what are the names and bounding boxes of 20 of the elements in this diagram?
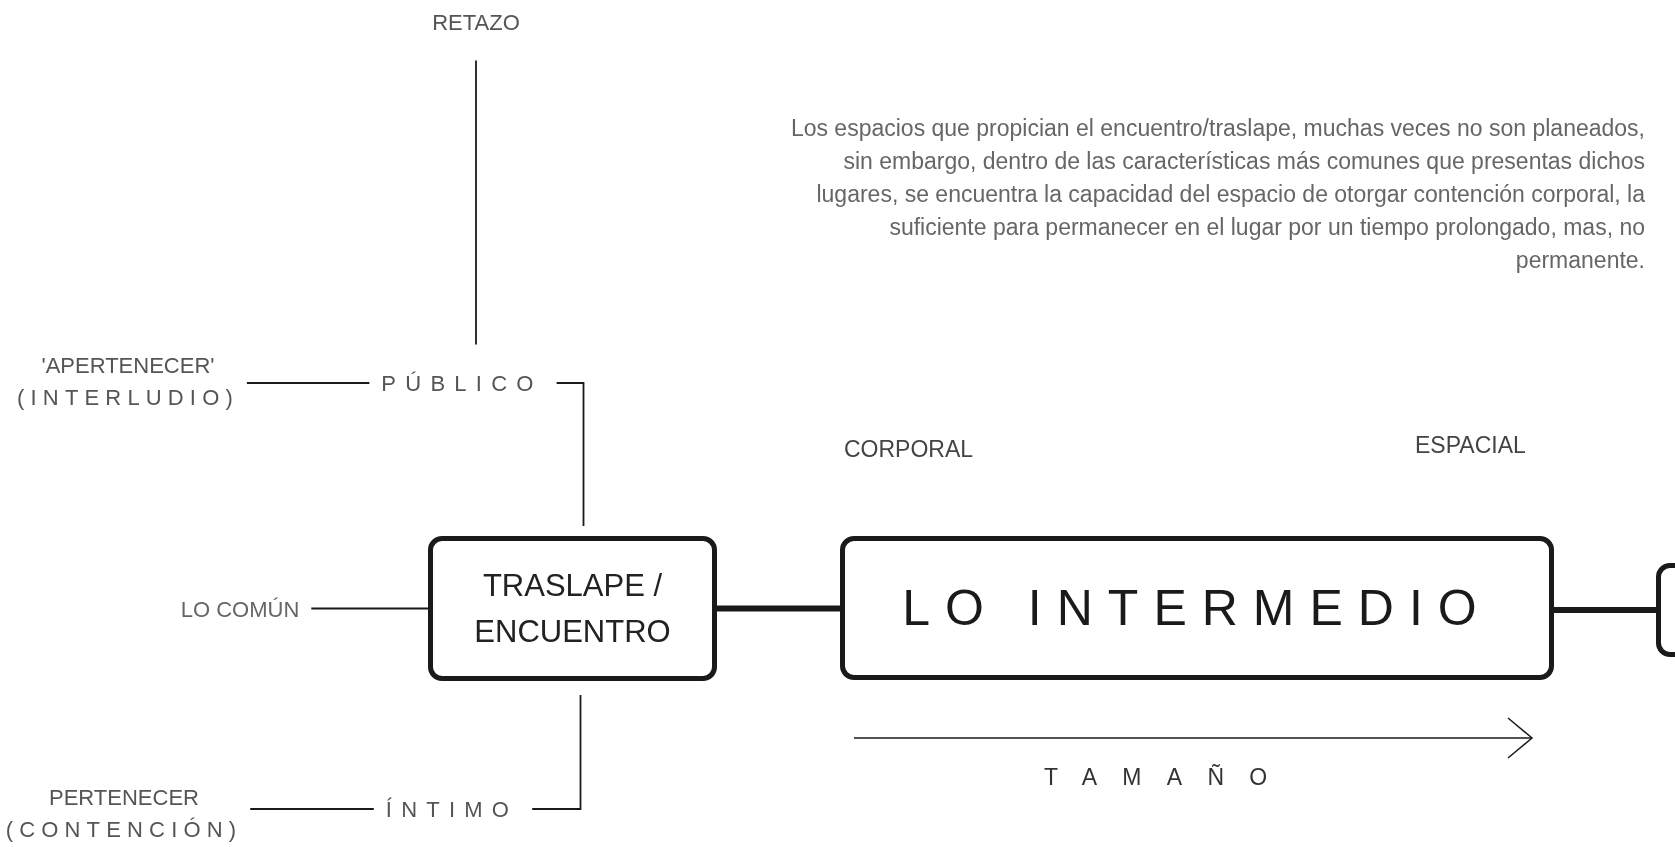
connector-line (555, 382, 585, 527)
description-paragraph: Los espacios que propician el encuentro/traslape, muchas veces no son planeados, sin embargo, dentro de las características más comunes que presentas dichos lugares, se encuentra la capacidad del espacio de otorgar contención corporal, la suficiente para permanecer en el lugar por un tiempo prolongado, mas, no permanente. (789, 114, 1645, 275)
connector-line (249, 808, 375, 810)
term-label: ÍNTIMO (385, 792, 519, 826)
connector-line (531, 694, 582, 810)
term-label: LO COMÚN (180, 592, 300, 626)
axis-label: TAMAÑO (1044, 763, 1293, 792)
term-label: 'APERTENECER' (INTERLUDIO) (17, 351, 239, 415)
term-label: PERTENECER (CONTENCIÓN) (5, 783, 243, 847)
process-box: LO INTERMEDIO (840, 536, 1554, 680)
connector-line (475, 59, 477, 346)
term-label: PÚBLICO (381, 366, 543, 400)
term-label: RETAZO (432, 5, 520, 39)
connector-line (310, 607, 429, 610)
axis-label: ESPACIAL (1415, 431, 1526, 460)
connector-line (717, 605, 840, 612)
process-box: TRASLAPE / ENCUENTRO (428, 536, 717, 681)
axis-label: CORPORAL (844, 435, 974, 464)
connector-line (246, 382, 371, 384)
connector-line (1554, 607, 1656, 613)
